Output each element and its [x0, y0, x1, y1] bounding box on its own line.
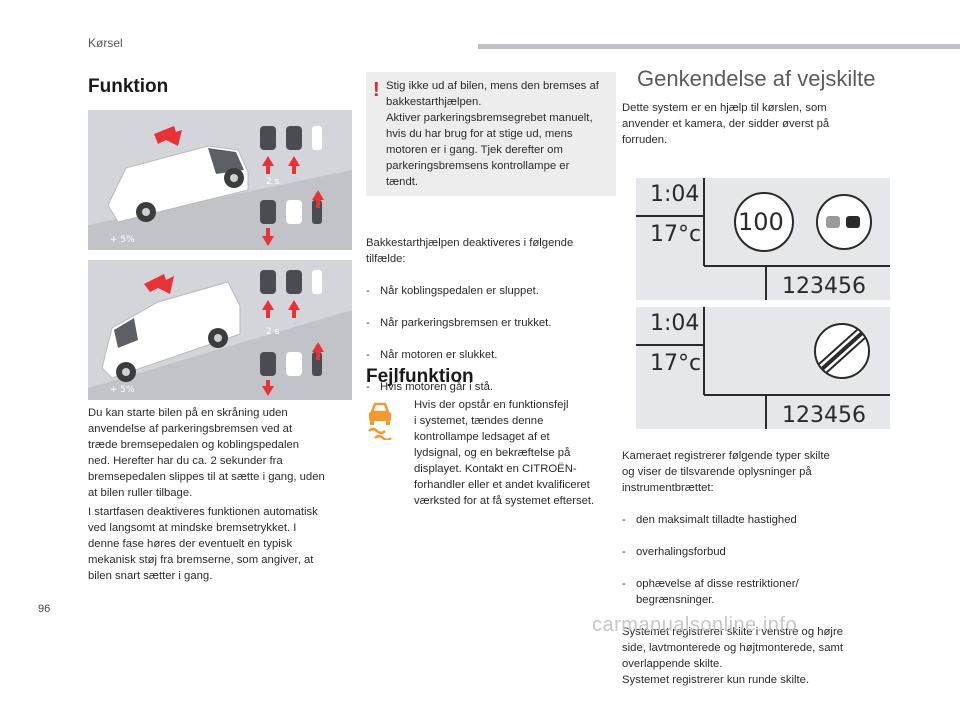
fejlfunktion-text: Hvis der opstår en funktionsfejl i syste… — [414, 399, 595, 507]
list-item: -Når motoren er slukket. — [366, 349, 498, 361]
page-number: 96 — [38, 603, 51, 615]
no-overtaking-sign-icon — [816, 194, 872, 250]
display-frame — [636, 307, 890, 429]
warning-box — [366, 72, 616, 196]
list-item: -Hvis motoren går i stå. — [366, 381, 494, 393]
genkendelse-intro: Dette system er en hjælp til kørslen, so… — [622, 102, 830, 146]
timer-label: 2 s — [266, 327, 280, 337]
traction-warning-icon — [368, 402, 392, 440]
genkendelse-heading: Genkendelse af vejskilte — [637, 66, 876, 91]
display-odometer: 123456 — [782, 274, 866, 299]
funktion-paragraph-2: I startfasen deaktiveres funktionen auto… — [88, 506, 318, 582]
pedals-pressed-icon — [260, 270, 322, 318]
funktion-heading: Funktion — [88, 76, 169, 97]
deactivation-list: Bakkestarthjælpen deaktiveres i følgende… — [366, 219, 616, 411]
direction-arrow-icon — [154, 126, 182, 146]
warning-text: Stig ikke ud af bilen, mens den bremses … — [386, 80, 599, 188]
list-item: -overhalingsforbud — [622, 546, 726, 558]
watermark: carmanualsonline.info — [592, 614, 798, 636]
pedals-pressed-icon — [260, 126, 322, 174]
section-label: Kørsel — [88, 36, 123, 50]
funktion-paragraph-1: Du kan starte bilen på en skråning uden … — [88, 407, 325, 499]
warning-icon: ! — [373, 79, 380, 101]
hill-start-illustration-1: + 5% 2 s — [88, 110, 352, 250]
instrument-display-end-restriction: 1:04 17°c 123456 — [636, 307, 890, 429]
grade-label: + 5% — [110, 385, 135, 395]
header-bar — [478, 44, 960, 49]
display-frame — [636, 178, 890, 300]
hill-start-illustration-2: + 5% 2 s — [88, 260, 352, 400]
pedals-released-icon — [260, 342, 324, 396]
genkendelse-body-intro: Kameraet registrerer følgende typer skil… — [622, 450, 830, 494]
display-temperature: 17°c — [650, 351, 702, 376]
display-odometer: 123456 — [782, 403, 866, 428]
list-item: -ophævelse af disse restriktioner/ begræ… — [622, 578, 799, 606]
pedals-released-icon — [260, 190, 324, 246]
list-item: -den maksimalt tilladte hastighed — [622, 514, 797, 526]
display-time: 1:04 — [650, 182, 700, 207]
van-icon — [107, 145, 249, 223]
genkendelse-body: Kameraet registrerer følgende typer skil… — [622, 432, 882, 704]
fejlfunktion-heading: Fejlfunktion — [366, 366, 474, 387]
list-item: -Når koblingspedalen er sluppet. — [366, 285, 539, 297]
direction-arrow-icon — [144, 274, 174, 294]
list-item: -Når parkeringsbremsen er trukket. — [366, 317, 552, 329]
deactivation-intro: Bakkestarthjælpen deaktiveres i følgende… — [366, 237, 574, 265]
van-icon — [101, 281, 241, 382]
speed-limit-value: 100 — [738, 208, 784, 236]
grade-label: + 5% — [110, 235, 135, 245]
display-time: 1:04 — [650, 311, 700, 336]
timer-label: 2 s — [266, 177, 280, 187]
display-temperature: 17°c — [650, 222, 702, 247]
instrument-display-speed: 1:04 17°c 100 123456 — [636, 178, 890, 300]
